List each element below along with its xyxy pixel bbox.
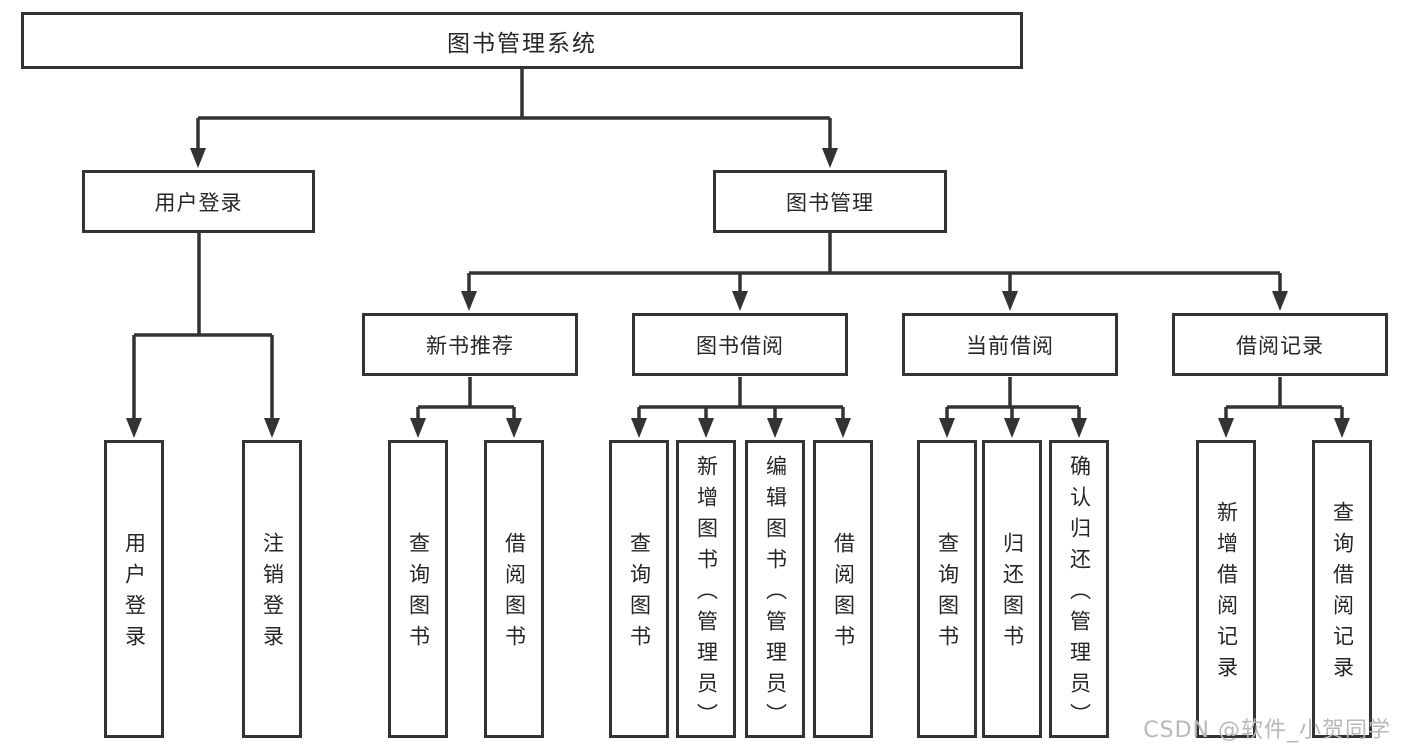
leaf-label: 确认归还（管理员） xyxy=(1067,454,1092,734)
leaf-label: 新增图书（管理员） xyxy=(694,454,719,734)
node-borrowing-records: 借阅记录 xyxy=(1172,313,1388,376)
leaf-add-books-admin: 新增图书（管理员） xyxy=(676,440,736,738)
leaf-label: 编辑图书（管理员） xyxy=(763,454,788,734)
node-label: 图书管理 xyxy=(786,190,874,215)
leaf-label: 用户登录 xyxy=(122,532,147,656)
leaf-label: 借阅图书 xyxy=(831,532,856,656)
node-label: 图书借阅 xyxy=(696,333,784,358)
node-label: 用户登录 xyxy=(154,190,243,215)
leaf-query-borrow-record: 查询借阅记录 xyxy=(1312,440,1372,738)
node-book-management-branch: 图书管理 xyxy=(713,170,947,233)
leaf-confirm-return-admin: 确认归还（管理员） xyxy=(1049,440,1109,738)
leaf-label: 查询图书 xyxy=(935,532,960,656)
node-current-borrowing: 当前借阅 xyxy=(902,313,1118,376)
leaf-label: 查询图书 xyxy=(627,532,652,656)
csdn-watermark: CSDN @软件_小贺同学 xyxy=(1143,718,1391,743)
leaf-query-books-borrow: 查询图书 xyxy=(609,440,669,738)
node-new-book-recommend: 新书推荐 xyxy=(362,313,578,376)
leaf-user-login: 用户登录 xyxy=(104,440,164,738)
leaf-label: 归还图书 xyxy=(1000,532,1025,656)
leaf-label: 借阅图书 xyxy=(502,532,527,656)
node-label: 当前借阅 xyxy=(966,333,1054,358)
node-user-login-branch: 用户登录 xyxy=(82,170,315,233)
leaf-edit-books-admin: 编辑图书（管理员） xyxy=(745,440,805,738)
leaf-query-books-recommend: 查询图书 xyxy=(388,440,448,738)
leaf-label: 注销登录 xyxy=(260,532,285,656)
leaf-add-borrow-record: 新增借阅记录 xyxy=(1196,440,1256,738)
node-book-borrowing: 图书借阅 xyxy=(632,313,848,376)
leaf-return-books: 归还图书 xyxy=(982,440,1042,738)
node-label: 借阅记录 xyxy=(1236,333,1324,358)
leaf-query-books-current: 查询图书 xyxy=(917,440,977,738)
leaf-logout-login: 注销登录 xyxy=(242,440,302,738)
leaf-label: 查询借阅记录 xyxy=(1330,501,1355,687)
leaf-label: 新增借阅记录 xyxy=(1214,501,1239,687)
node-label: 新书推荐 xyxy=(426,333,514,358)
node-system-root: 图书管理系统 xyxy=(21,12,1023,69)
node-label: 图书管理系统 xyxy=(447,30,597,57)
leaf-borrow-books-recommend: 借阅图书 xyxy=(484,440,544,738)
leaf-label: 查询图书 xyxy=(406,532,431,656)
leaf-borrow-books: 借阅图书 xyxy=(813,440,873,738)
